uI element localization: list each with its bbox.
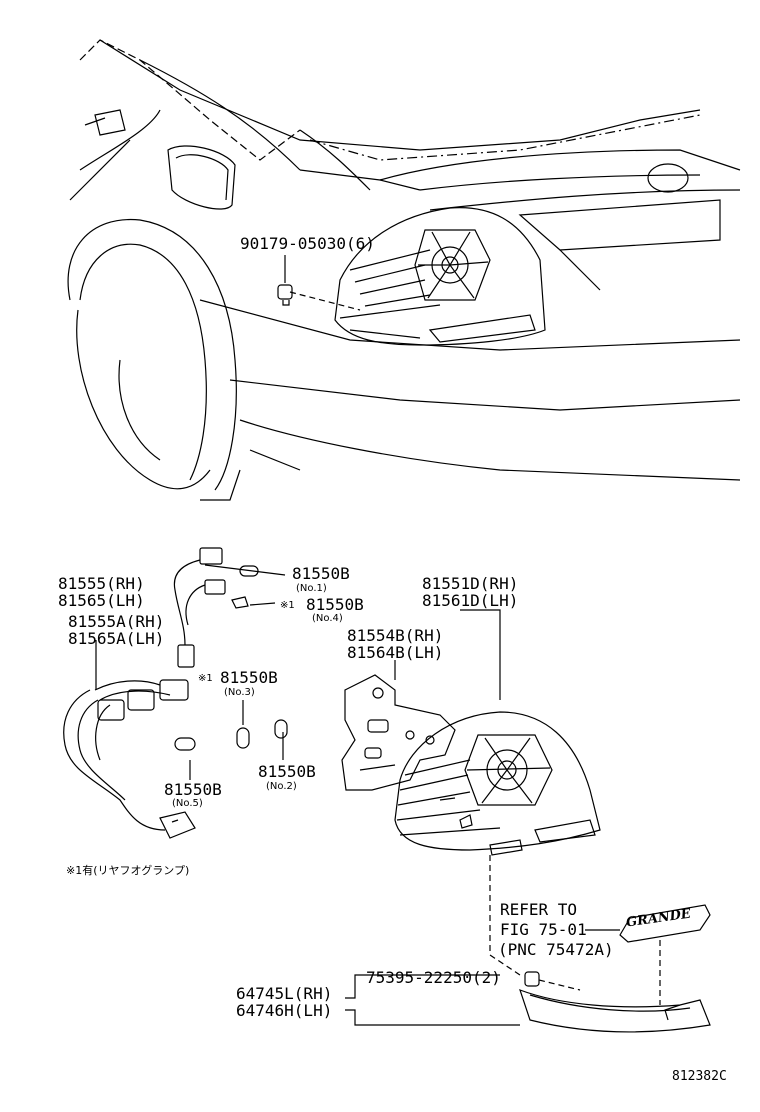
note-no5: (No.5) bbox=[172, 798, 203, 809]
mark-no3: ※1 bbox=[198, 673, 213, 684]
note-no1: (No.1) bbox=[296, 583, 327, 594]
bulbs bbox=[174, 565, 288, 751]
drawing-code: 812382C bbox=[672, 1069, 727, 1084]
exploded-view bbox=[63, 547, 711, 1033]
note-no2: (No.2) bbox=[266, 781, 297, 792]
note-no4: (No.4) bbox=[312, 613, 343, 624]
part-81561d-lh: 81561D(LH) bbox=[422, 591, 519, 610]
part-81550b-no5: 81550B bbox=[164, 780, 222, 799]
refer-line-1: REFER TO bbox=[500, 900, 578, 919]
part-81555-rh: 81555(RH) bbox=[58, 574, 145, 593]
refer-line-3: (PNC 75472A) bbox=[498, 940, 614, 959]
mark-no4: ※1 bbox=[280, 600, 295, 611]
part-81551d-rh: 81551D(RH) bbox=[422, 574, 519, 593]
wiring-harness bbox=[63, 547, 226, 839]
part-81550b-no4: 81550B bbox=[306, 595, 364, 614]
part-81554b-rh: 81554B(RH) bbox=[347, 626, 444, 645]
car-rear-illustration bbox=[67, 39, 741, 501]
bolt-90179 bbox=[277, 255, 361, 311]
taillamp-on-car bbox=[334, 207, 546, 346]
part-81550b-no2: 81550B bbox=[258, 762, 316, 781]
grande-emblem bbox=[619, 904, 711, 943]
footnote: ※1有(リヤフオグランプ) bbox=[66, 864, 190, 877]
part-75395: 75395-22250(2) bbox=[366, 968, 501, 987]
part-90179: 90179-05030(6) bbox=[240, 234, 375, 253]
part-81550b-no1: 81550B bbox=[292, 564, 350, 583]
note-no3: (No.3) bbox=[224, 687, 255, 698]
mounting-plate bbox=[341, 674, 456, 791]
part-64745l-rh: 64745L(RH) bbox=[236, 984, 333, 1003]
part-81564b-lh: 81564B(LH) bbox=[347, 643, 444, 662]
part-81555a-rh: 81555A(RH) bbox=[68, 612, 165, 631]
garnish-bar bbox=[519, 988, 711, 1033]
part-81565-lh: 81565(LH) bbox=[58, 591, 145, 610]
part-81550b-no3: 81550B bbox=[220, 668, 278, 687]
clip-75395 bbox=[524, 971, 581, 991]
part-64746h-lh: 64746H(LH) bbox=[236, 1001, 333, 1020]
part-81565a-lh: 81565A(LH) bbox=[68, 629, 165, 648]
tail-lamp-assembly bbox=[394, 711, 601, 856]
refer-line-2: FIG 75-01 bbox=[500, 920, 587, 939]
